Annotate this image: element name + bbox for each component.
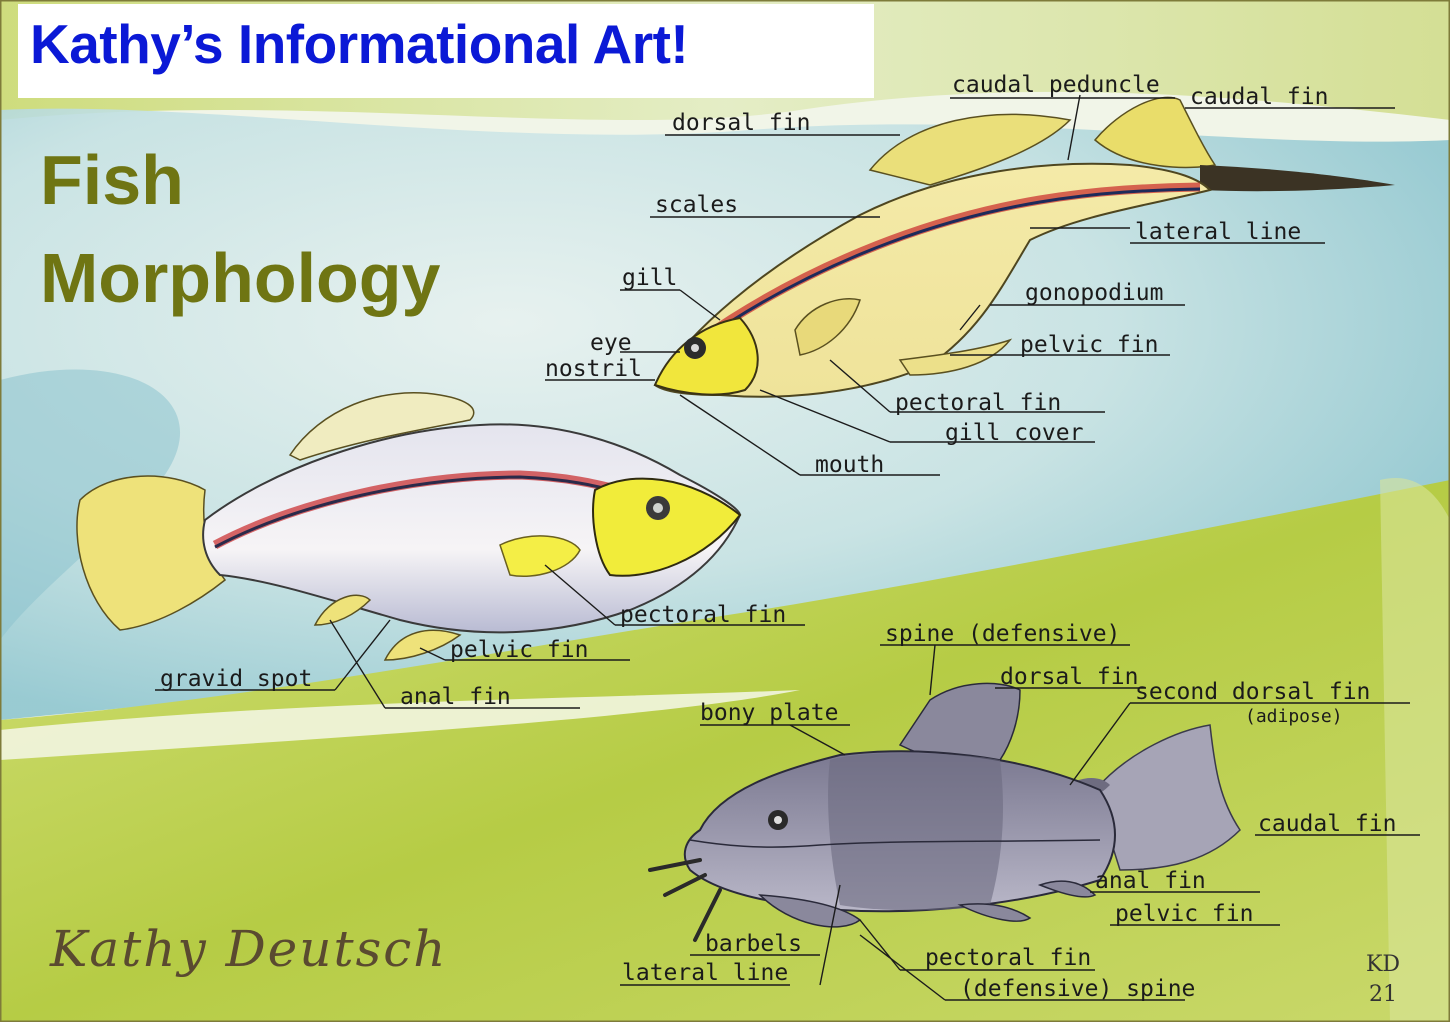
label-dorsal-fin-top: dorsal fin [672,110,810,136]
label-barbels: barbels [705,931,802,957]
banner: Kathy’s Informational Art! [18,4,874,98]
monogram-year: 21 [1366,980,1400,1010]
artist-signature: Kathy Deutsch [50,920,447,978]
page-title-line-2: Morphology [40,238,440,318]
banner-title: Kathy’s Informational Art! [30,12,688,76]
label-spine-defensive: spine (defensive) [885,621,1120,647]
label-caudal-fin-catfish: caudal fin [1258,811,1396,837]
label-pectoral-fin-top: pectoral fin [895,390,1061,416]
label-nostril: nostril [545,356,642,382]
label-pectoral-fin-catfish: pectoral fin [925,945,1091,971]
page-title-line-1: Fish [40,140,184,220]
label-pelvic-fin-top: pelvic fin [1020,332,1158,358]
label-dorsal-fin-catfish: dorsal fin [1000,664,1138,690]
label-lateral-line-catfish: lateral line [622,960,788,986]
label-adipose: (adipose) [1245,706,1343,727]
label-gonopodium: gonopodium [1025,280,1163,306]
label-defensive-spine: (defensive) spine [960,976,1195,1002]
label-anal-fin-mid: anal fin [400,684,511,710]
label-lateral-line-top: lateral line [1135,219,1301,245]
label-bony-plate: bony plate [700,700,838,726]
label-pectoral-fin-mid: pectoral fin [620,602,786,628]
label-scales: scales [655,192,738,218]
label-mouth: mouth [815,452,884,478]
monogram-mark: KD [1366,950,1400,980]
label-caudal-peduncle: caudal peduncle [952,72,1160,98]
label-gill: gill [622,265,677,291]
label-pelvic-fin-mid: pelvic fin [450,637,588,663]
label-gill-cover: gill cover [945,420,1083,446]
label-caudal-fin-top: caudal fin [1190,84,1328,110]
label-pelvic-fin-catfish: pelvic fin [1115,901,1253,927]
artist-monogram: KD 21 [1366,950,1400,1010]
label-second-dorsal-fin: second dorsal fin [1135,679,1370,705]
label-eye: eye [590,330,632,356]
label-anal-fin-catfish: anal fin [1095,868,1206,894]
label-gravid-spot: gravid spot [160,666,312,692]
